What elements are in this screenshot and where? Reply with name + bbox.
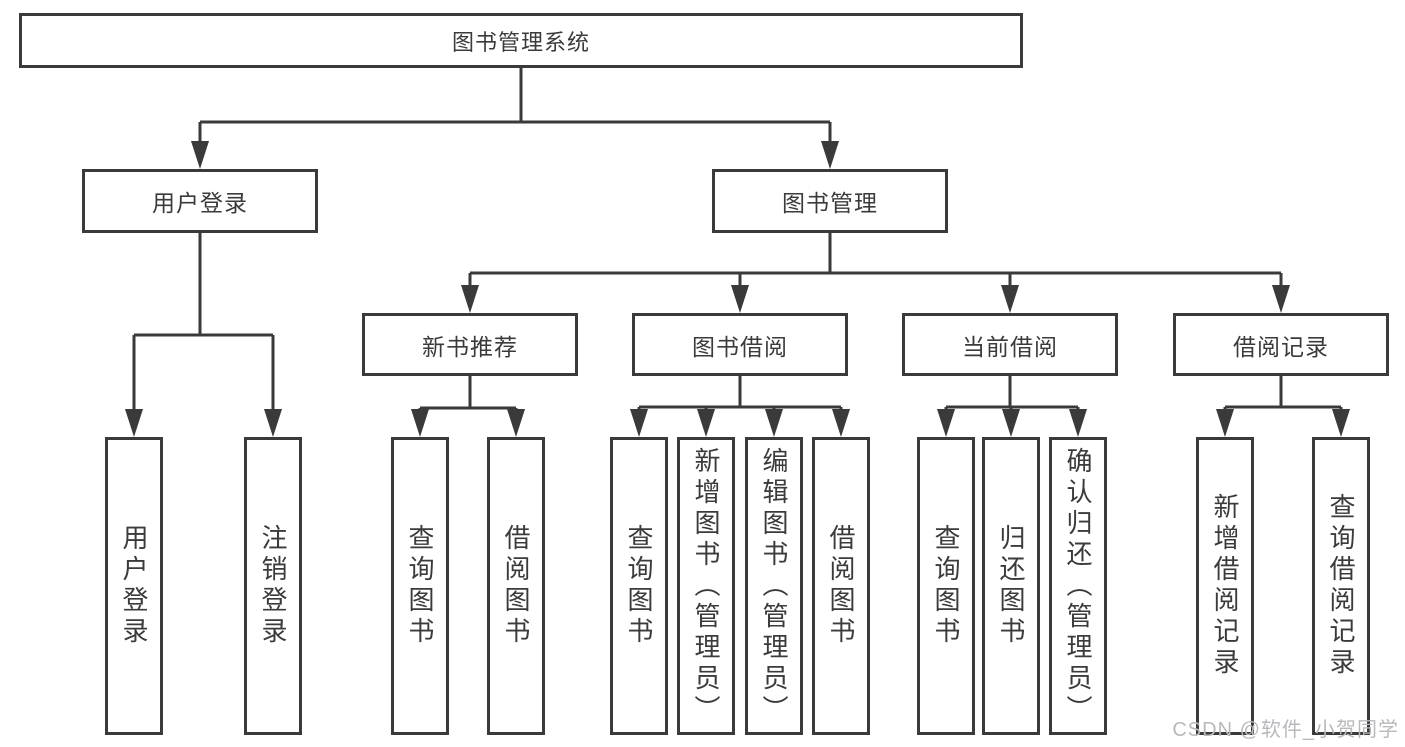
leaf-edit-books-admin: 编辑图书（管理员） — [745, 437, 803, 735]
leaf-confirm-return-admin-label: 确认归还（管理员） — [1063, 446, 1093, 726]
node-user-login-label: 用户登录 — [152, 190, 248, 216]
leaf-confirm-return-admin: 确认归还（管理员） — [1049, 437, 1107, 735]
arrow-head — [1272, 285, 1290, 313]
arrow-head — [411, 409, 429, 437]
node-borrowing-records-label: 借阅记录 — [1233, 333, 1329, 360]
arrow-head — [731, 285, 749, 313]
leaf-query-books-borrowing-label: 查询图书 — [624, 524, 654, 648]
node-book-borrowing-label: 图书借阅 — [692, 333, 788, 360]
leaf-return-books-label: 归还图书 — [996, 524, 1026, 648]
leaf-add-books-admin-label: 新增图书（管理员） — [691, 446, 721, 726]
leaf-borrow-books-recommend-label: 借阅图书 — [501, 524, 531, 648]
node-root-label: 图书管理系统 — [451, 29, 590, 55]
node-book-management-label: 图书管理 — [782, 190, 878, 216]
node-book-management: 图书管理 — [712, 169, 948, 233]
leaf-edit-books-admin-label: 编辑图书（管理员） — [759, 446, 789, 726]
arrow-head — [697, 409, 715, 437]
leaf-query-books-current: 查询图书 — [917, 437, 975, 735]
leaf-query-books-borrowing: 查询图书 — [610, 437, 668, 735]
node-new-book-recommendation-label: 新书推荐 — [422, 333, 518, 360]
arrow-head — [1216, 409, 1234, 437]
node-root: 图书管理系统 — [19, 13, 1023, 68]
node-user-login: 用户登录 — [82, 169, 318, 233]
node-book-borrowing: 图书借阅 — [632, 313, 848, 376]
arrowheads — [125, 141, 1350, 437]
arrow-head — [1332, 409, 1350, 437]
leaf-logout-label: 注销登录 — [258, 524, 288, 648]
leaf-query-books-recommend: 查询图书 — [391, 437, 449, 735]
leaf-query-borrow-record: 查询借阅记录 — [1312, 437, 1370, 735]
leaf-borrow-books-borrowing-label: 借阅图书 — [826, 524, 856, 648]
leaf-user-login: 用户登录 — [105, 437, 163, 735]
leaf-borrow-books-recommend: 借阅图书 — [487, 437, 545, 735]
arrow-head — [821, 141, 839, 169]
leaf-add-books-admin: 新增图书（管理员） — [677, 437, 735, 735]
leaf-query-borrow-record-label: 查询借阅记录 — [1326, 493, 1356, 679]
arrow-head — [1002, 409, 1020, 437]
node-borrowing-records: 借阅记录 — [1173, 313, 1389, 376]
arrow-head — [1001, 285, 1019, 313]
leaf-user-login-label: 用户登录 — [119, 524, 149, 648]
leaf-add-borrow-record: 新增借阅记录 — [1196, 437, 1254, 735]
arrow-head — [125, 409, 143, 437]
leaf-return-books: 归还图书 — [982, 437, 1040, 735]
arrow-head — [832, 409, 850, 437]
node-current-borrowing-label: 当前借阅 — [962, 333, 1058, 360]
arrow-head — [264, 409, 282, 437]
arrow-head — [937, 409, 955, 437]
arrow-head — [630, 409, 648, 437]
watermark: CSDN @软件_小贺同学 — [1172, 719, 1399, 741]
leaf-query-books-current-label: 查询图书 — [931, 524, 961, 648]
node-new-book-recommendation: 新书推荐 — [362, 313, 578, 376]
arrow-head — [765, 409, 783, 437]
arrow-head — [1069, 409, 1087, 437]
arrow-head — [507, 409, 525, 437]
leaf-borrow-books-borrowing: 借阅图书 — [812, 437, 870, 735]
arrow-head — [461, 285, 479, 313]
leaf-query-books-recommend-label: 查询图书 — [405, 524, 435, 648]
arrow-head — [191, 141, 209, 169]
leaf-logout: 注销登录 — [244, 437, 302, 735]
leaf-add-borrow-record-label: 新增借阅记录 — [1210, 493, 1240, 679]
node-current-borrowing: 当前借阅 — [902, 313, 1118, 376]
